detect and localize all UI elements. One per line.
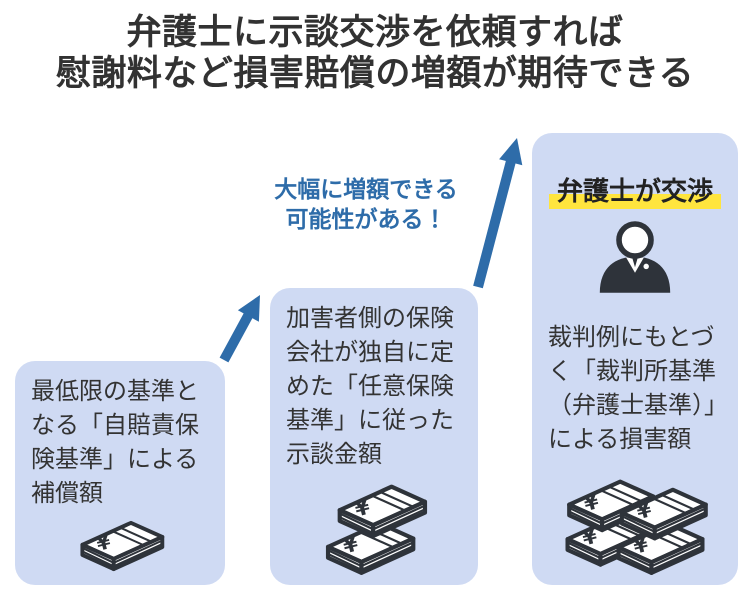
title-line-2: 慰謝料など損害賠償の増額が期待できる: [55, 54, 695, 93]
page-title: 弁護士に示談交渉を依頼すれば 慰謝料など損害賠償の増額が期待できる: [0, 12, 750, 94]
lawyer-icon-wrap: [532, 218, 738, 299]
card-header: 弁護士が交渉: [532, 171, 738, 209]
growth-arrow-1: [219, 295, 260, 363]
step-card-text: 裁判例にもとづく「裁判所基準（弁護士基準）」による損害額: [548, 324, 716, 453]
title-line-1: 弁護士に示談交渉を依頼すれば: [126, 13, 624, 52]
step-card-bengoshi: 弁護士が交渉 裁判例にもとづく「裁判所基準（弁護士基準）」による損害額: [532, 133, 738, 585]
money-stack-icon: [80, 520, 165, 572]
step-card-text: 加害者側の保険会社が独自に定めた「任意保険基準」に従った示談金額: [286, 305, 454, 468]
increase-callout: 大幅に増額できる 可能性がある！: [254, 174, 478, 234]
highlighted-label: 弁護士が交渉: [548, 176, 721, 209]
money-stack-icon: [318, 480, 430, 577]
lawyer-person-icon: [599, 221, 671, 293]
step-card-nini-hoken: 加害者側の保険会社が独自に定めた「任意保険基準」に従った示談金額: [270, 288, 478, 585]
money-icon-group: [270, 480, 478, 577]
step-card-text: 最低限の基準となる「自賠責保険基準」による補償額: [31, 378, 199, 507]
step-card-jibaiseki: 最低限の基準となる「自賠責保険基準」による補償額: [15, 361, 225, 585]
money-icon-group: [15, 515, 225, 573]
money-stack-icon: [559, 475, 711, 577]
callout-line-1: 大幅に増額できる: [274, 176, 458, 202]
money-icon-group: [532, 475, 738, 577]
growth-arrow-2: [473, 138, 523, 289]
callout-line-2: 可能性がある！: [285, 206, 447, 232]
